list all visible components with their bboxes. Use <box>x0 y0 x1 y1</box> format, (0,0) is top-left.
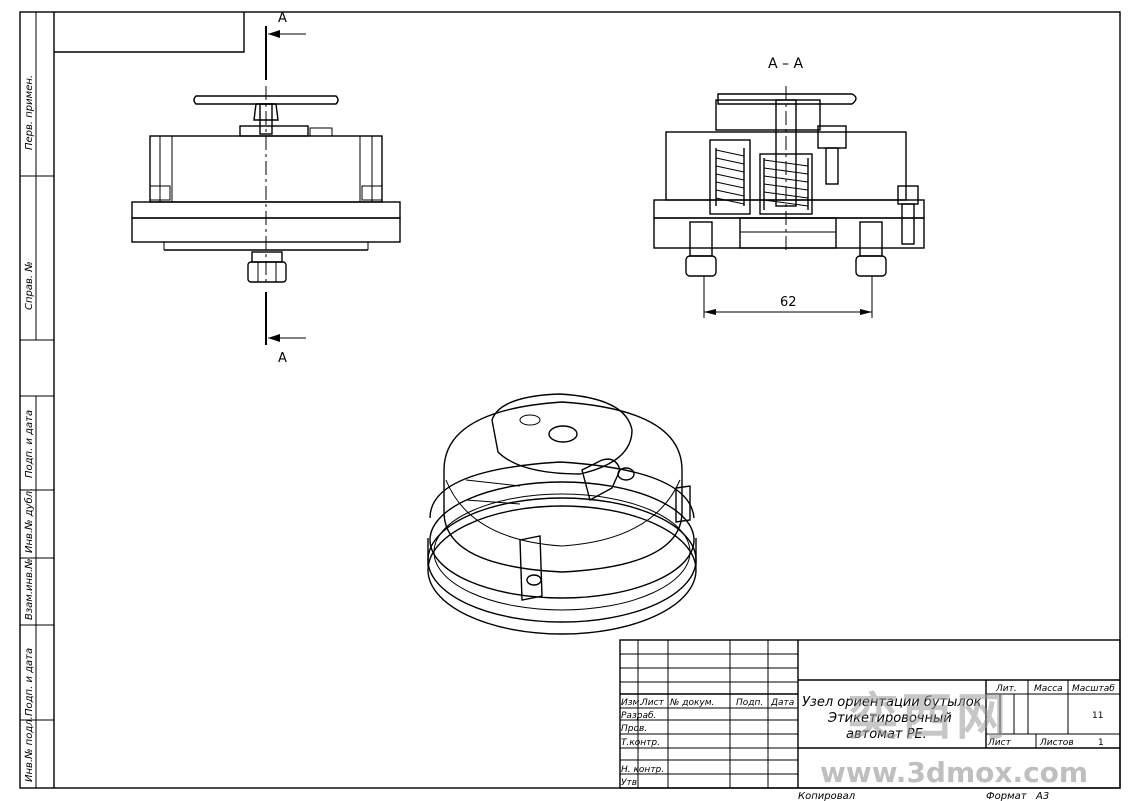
footer-copied: Копировал <box>798 791 856 801</box>
section-mark-top: А <box>278 11 287 26</box>
tb-role-prov: Пров. <box>621 724 647 734</box>
tb-massa: Масса <box>1034 684 1063 694</box>
tb-role-t-kontr: Т.контр. <box>621 738 660 748</box>
margin-sprav-no: Справ. № <box>24 261 35 310</box>
watermark-brand: 奕西网 <box>848 688 1010 746</box>
section-view-a-a: А – А <box>653 56 925 318</box>
margin-inv-podl: Инв.№ подл. <box>24 716 35 782</box>
margin-inv-dubl: Инв.№ дубл. <box>23 488 35 553</box>
title-block: Изм. Лист № докум. Подп. Дата Разраб. Пр… <box>619 639 1121 789</box>
section-mark-bottom: А <box>278 351 287 366</box>
tb-designation-line3: автомат PE. <box>846 727 927 742</box>
sheet-footer: Копировал Формат А3 <box>798 791 1049 801</box>
tb-scale-value: 11 <box>1092 711 1103 721</box>
tb-sheets-value: 1 <box>1098 738 1104 748</box>
left-margin-labels: Перв. примен. Справ. № Подп. и дата Инв.… <box>23 75 35 782</box>
tb-designation-line1: Узел ориентации бутылок <box>802 695 982 710</box>
tb-header-podp: Подп. <box>736 698 763 708</box>
footer-format-value: А3 <box>1035 791 1049 801</box>
tb-masshtab: Масштаб <box>1072 684 1115 694</box>
margin-perv-primen: Перв. примен. <box>24 75 35 150</box>
section-title: А – А <box>768 56 803 72</box>
tb-role-razrab: Разраб. <box>621 711 656 721</box>
margin-podp-data-1: Подп. и дата <box>24 410 35 478</box>
tb-header-izm: Изм. <box>621 698 642 708</box>
footer-format-label: Формат <box>986 791 1028 801</box>
margin-podp-data-2: Подп. и дата <box>24 648 35 716</box>
tb-header-data: Дата <box>770 698 794 708</box>
tb-header-doc-no: № докум. <box>669 698 714 708</box>
margin-vzam-inv: Взам.инв.№ <box>24 558 35 620</box>
watermark-url: www.3dmox.com <box>820 756 1088 789</box>
tb-role-utv: Утв. <box>621 778 640 788</box>
spring-left <box>715 148 745 206</box>
tb-designation-line2: Этикетировочный <box>827 711 952 726</box>
tb-sheets-label: Листов <box>1039 738 1074 748</box>
tb-lit: Лит. <box>995 684 1017 694</box>
tb-sheet-label: Лист <box>987 738 1012 748</box>
watermark: 奕西网 www.3dmox.com <box>820 688 1088 789</box>
tb-header-list: Лист <box>640 698 665 708</box>
sheet-frame <box>19 11 1121 789</box>
tb-role-n-kontr: Н. контр. <box>621 765 664 775</box>
dimension-62: 62 <box>780 295 797 310</box>
front-view: А А <box>131 11 401 366</box>
isometric-view <box>427 393 697 635</box>
